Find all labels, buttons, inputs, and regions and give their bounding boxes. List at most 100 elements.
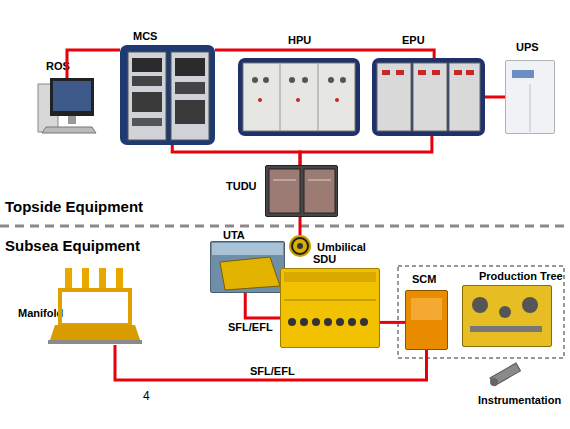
uta-frame <box>220 257 280 290</box>
sensor-body <box>490 363 520 386</box>
red-connector <box>172 145 300 165</box>
manifold-post <box>82 268 89 292</box>
manifold-skid <box>48 340 142 344</box>
node-label: SDU <box>313 253 336 266</box>
indicator <box>335 98 339 102</box>
indicator <box>418 70 426 75</box>
sdu-port <box>348 318 356 326</box>
monitor-stand <box>68 116 76 124</box>
red-connector <box>115 345 427 380</box>
sdu-port <box>360 318 368 326</box>
umbilical-core <box>293 239 307 253</box>
ros-workstation: ROS <box>38 78 96 133</box>
node-label: Instrumentation <box>478 394 561 407</box>
red-connector <box>215 50 434 58</box>
gauge <box>289 77 295 83</box>
tudu-door <box>269 169 300 213</box>
node-label: MCS <box>133 30 157 43</box>
indicator <box>258 98 262 102</box>
tudu-detail <box>273 180 296 181</box>
red-connector <box>300 136 432 165</box>
tree-valve <box>472 297 488 313</box>
uta-structure: UTA <box>210 241 285 293</box>
indicator <box>296 98 300 102</box>
manifold-base <box>50 325 140 340</box>
rack-unit <box>132 58 162 72</box>
red-connector <box>299 217 302 235</box>
gauge <box>252 77 258 83</box>
ups-unit: UPS <box>505 60 555 134</box>
hpu-cabinet: HPU <box>238 58 360 136</box>
node-label: HPU <box>288 34 311 47</box>
section-heading: Topside Equipment <box>5 198 143 215</box>
cabinet-door-line <box>280 63 281 131</box>
tudu-panel: TUDU <box>265 165 338 217</box>
red-connector <box>245 293 280 318</box>
node-label: UTA <box>223 229 245 242</box>
monitor-screen <box>53 81 91 111</box>
sdu-port <box>288 318 296 326</box>
epu-cabinet-body <box>377 63 411 131</box>
scm-module: SCM <box>405 290 448 350</box>
node-label: EPU <box>402 34 425 47</box>
gauge <box>340 77 346 83</box>
manifold-post <box>99 268 106 292</box>
keyboard <box>42 127 96 133</box>
epu-cabinet: EPU <box>372 58 485 136</box>
monitor-frame <box>50 78 94 116</box>
red-connector <box>67 50 120 78</box>
page-number: 4 <box>143 389 150 403</box>
umbilical-core <box>297 243 303 249</box>
rack-unit <box>175 58 205 76</box>
group-outline <box>398 266 564 358</box>
tree-valve <box>499 306 511 318</box>
pc-tower <box>38 84 58 132</box>
manifold-frame <box>60 290 130 325</box>
tree-pipe <box>470 326 542 332</box>
sdu-unit: SDU <box>280 268 380 348</box>
section-divider <box>0 225 570 228</box>
epu-cabinet-body <box>449 63 480 131</box>
rack-unit <box>132 76 162 86</box>
rack-unit <box>132 92 162 112</box>
sdu-frame <box>284 272 376 282</box>
gauge <box>263 77 269 83</box>
ups-panel <box>512 70 534 78</box>
indicator <box>466 70 474 75</box>
node-label: UPS <box>516 41 539 54</box>
ups-seam <box>530 84 531 132</box>
sdu-port <box>312 318 320 326</box>
umbilical-cross-section: Umbilical <box>289 235 311 257</box>
indicator <box>432 70 440 75</box>
uta-sky <box>212 243 283 255</box>
node-label: TUDU <box>226 180 257 193</box>
tree-valve <box>522 297 538 313</box>
manifold-post <box>65 268 72 292</box>
tudu-door <box>304 169 335 213</box>
rack-unit <box>175 100 205 124</box>
line-label: SFL/EFL <box>250 365 295 378</box>
production-tree: Production Tree <box>462 285 552 347</box>
gauge <box>328 77 334 83</box>
indicator <box>382 70 390 75</box>
sdu-grid <box>284 300 376 301</box>
rack-unit <box>175 82 205 94</box>
rack-cabinet <box>128 52 166 140</box>
manifold-post <box>116 268 123 292</box>
indicator <box>396 70 404 75</box>
mcs-cabinet: MCS <box>120 45 215 145</box>
node-label: SCM <box>412 273 436 286</box>
manifold-structure: Manifold <box>55 265 135 345</box>
node-label: Umbilical <box>317 241 366 254</box>
tudu-detail <box>308 180 331 181</box>
scm-panel <box>411 298 442 320</box>
sdu-port <box>324 318 332 326</box>
line-label: SFL/EFL <box>228 321 273 334</box>
cabinet-door-line <box>318 63 319 131</box>
hpu-cabinet-body <box>243 63 355 131</box>
epu-cabinet-body <box>413 63 447 131</box>
node-label: ROS <box>46 60 70 73</box>
node-label: Manifold <box>18 307 63 320</box>
red-connector <box>380 321 405 324</box>
rack-cabinet <box>171 52 209 140</box>
